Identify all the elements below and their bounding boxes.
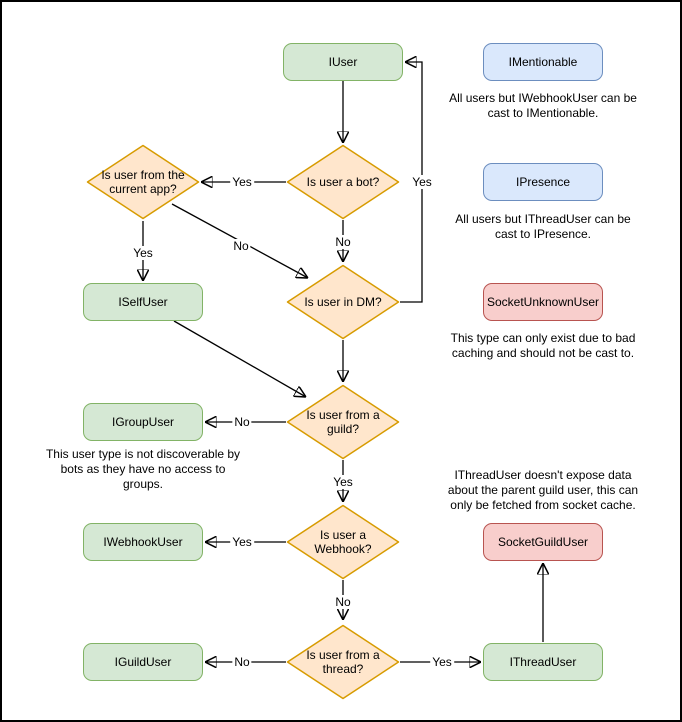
edge-iselfuser-to-guild <box>173 320 306 397</box>
edge-label-app-no: No <box>231 239 251 253</box>
node-ipresence: IPresence <box>483 163 603 201</box>
edge-label-guild-no: No <box>232 415 252 429</box>
decision-dm-text: Is user in DM? <box>286 264 400 340</box>
diamond-shape <box>286 264 400 340</box>
edge-label-app-yes: Yes <box>131 246 155 260</box>
decision-webhook: Is user a Webhook? <box>286 504 400 580</box>
node-ithreaduser: IThreadUser <box>483 643 603 681</box>
note-line: This user type is not discoverable by <box>45 447 241 461</box>
note-socketunknownuser: This type can only exist due to bad cach… <box>418 331 668 361</box>
note-line: All users but IWebhookUser can be <box>449 91 637 105</box>
node-imentionable-label: IMentionable <box>508 55 578 69</box>
decision-guild: Is user from a guild? <box>286 384 400 460</box>
node-iselfuser-label: ISelfUser <box>118 295 168 309</box>
decision-bot-text: Is user a bot? <box>286 144 400 220</box>
decision-line: thread? <box>322 662 364 676</box>
diamond-shape <box>86 144 200 220</box>
edge-label-bot-no: No <box>333 235 353 249</box>
node-iwebhookuser: IWebhookUser <box>83 523 203 561</box>
edge-label-webhook-no: No <box>333 595 353 609</box>
node-socketunknownuser: SocketUnknownUser <box>483 283 603 321</box>
node-socketguilduser-label: SocketGuildUser <box>497 535 589 549</box>
note-ipresence: All users but IThreadUser can be cast to… <box>418 212 668 242</box>
decision-current-app-text: Is user from the current app? <box>86 144 200 220</box>
decision-thread: Is user from a thread? <box>286 624 400 700</box>
note-line: about the parent guild user, this can <box>447 483 639 497</box>
diamond-shape <box>286 384 400 460</box>
decision-line: current app? <box>109 182 177 196</box>
note-line: All users but IThreadUser can be <box>455 212 631 226</box>
diamond-shape <box>286 144 400 220</box>
decision-dm: Is user in DM? <box>286 264 400 340</box>
edge-label-bot-yes: Yes <box>230 175 254 189</box>
decision-line: Webhook? <box>314 542 372 556</box>
edge-label-webhook-yes: Yes <box>230 535 254 549</box>
note-line: IThreadUser doesn't expose data <box>454 468 632 482</box>
note-line: only be fetched from socket cache. <box>450 498 636 512</box>
edge-label-guild-yes: Yes <box>331 475 355 489</box>
decision-guild-text: Is user from a guild? <box>286 384 400 460</box>
decision-bot: Is user a bot? <box>286 144 400 220</box>
node-iguilduser: IGuildUser <box>83 643 203 681</box>
node-igroupuser-label: IGroupUser <box>111 415 175 429</box>
decision-line: Is user from the <box>101 168 185 182</box>
edge-label-thread-yes: Yes <box>430 655 454 669</box>
note-igroupuser: This user type is not discoverable by bo… <box>18 447 268 492</box>
node-iguilduser-label: IGuildUser <box>114 655 172 669</box>
decision-line: Is user a <box>319 528 367 542</box>
node-igroupuser: IGroupUser <box>83 403 203 441</box>
node-ipresence-label: IPresence <box>515 175 571 189</box>
note-line: This type can only exist due to bad <box>450 331 636 345</box>
edge-label-dm-yes: Yes <box>410 175 434 189</box>
note-line: groups. <box>122 477 164 491</box>
note-line: bots as they have no access to <box>60 462 226 476</box>
decision-current-app: Is user from the current app? <box>86 144 200 220</box>
node-imentionable: IMentionable <box>483 43 603 81</box>
note-line: cast to IPresence. <box>494 227 592 241</box>
decision-webhook-text: Is user a Webhook? <box>286 504 400 580</box>
node-socketunknownuser-label: SocketUnknownUser <box>486 295 600 309</box>
decision-line: guild? <box>326 422 360 436</box>
node-socketguilduser: SocketGuildUser <box>483 523 603 561</box>
decision-line: Is user from a <box>306 648 380 662</box>
decision-line: Is user a bot? <box>306 175 380 189</box>
node-iselfuser: ISelfUser <box>83 283 203 321</box>
decision-thread-text: Is user from a thread? <box>286 624 400 700</box>
edge-label-thread-no: No <box>232 655 252 669</box>
note-imentionable: All users but IWebhookUser can be cast t… <box>418 91 668 121</box>
diamond-shape <box>286 624 400 700</box>
note-line: caching and should not be cast to. <box>451 346 635 360</box>
node-iuser: IUser <box>283 43 403 81</box>
node-ithreaduser-label: IThreadUser <box>509 655 577 669</box>
decision-line: Is user in DM? <box>304 295 382 309</box>
diamond-shape <box>286 504 400 580</box>
decision-line: Is user from a <box>306 408 380 422</box>
note-ithreaduser: IThreadUser doesn't expose data about th… <box>418 468 668 513</box>
node-iuser-label: IUser <box>328 55 358 69</box>
note-line: cast to IMentionable. <box>487 106 599 120</box>
node-iwebhookuser-label: IWebhookUser <box>103 535 183 549</box>
